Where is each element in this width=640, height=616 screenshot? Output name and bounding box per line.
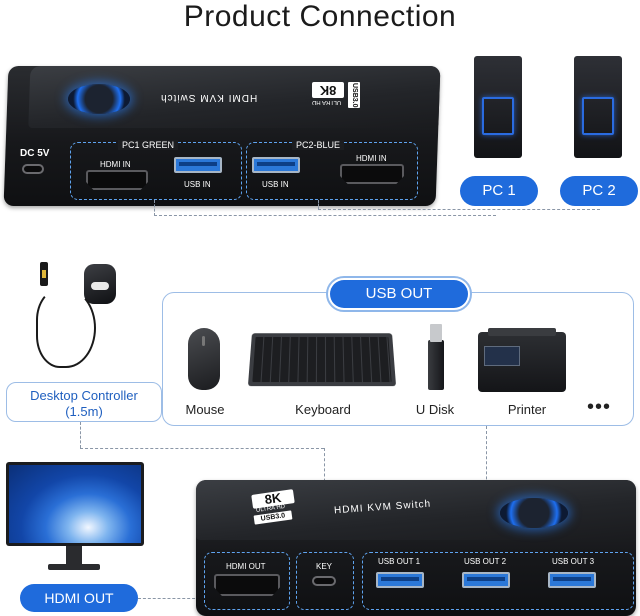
badge-ultra-top: ULTRA HD (312, 99, 342, 105)
keyboard-label: Keyboard (295, 402, 351, 417)
more-icon: ••• (586, 396, 611, 418)
key-group (296, 552, 354, 610)
udisk-label: U Disk (415, 402, 455, 417)
monitor-icon (6, 462, 144, 546)
usb-out-2-port (462, 572, 510, 588)
controller-cable (36, 288, 96, 368)
usb-out-2-label: USB OUT 2 (464, 557, 507, 566)
pc2-tower-icon (574, 56, 622, 158)
key-port-label: KEY (316, 562, 333, 571)
usb-out-title: USB OUT (330, 280, 468, 308)
line-pc1-h (154, 215, 496, 216)
usb-in-1-port (174, 157, 222, 173)
hdmi-out-port-label: HDMI OUT (226, 562, 266, 571)
printer-top (488, 328, 556, 336)
dc-label: DC 5V (20, 148, 50, 159)
usb-out-group (362, 552, 634, 610)
usb-in-2-label: USB IN (262, 180, 289, 189)
printer-label: Printer (507, 402, 547, 417)
printer-screen (484, 346, 520, 366)
badge-usb-top: USB3.0 (348, 82, 360, 108)
usb-out-3-port (548, 572, 596, 588)
usb-out-1-port (376, 572, 424, 588)
controller-button (91, 282, 109, 290)
controller-plug-tip (42, 270, 46, 278)
pc1-label: PC 1 (460, 176, 538, 206)
brand-label-top: HDMI KVM Switch (160, 92, 258, 103)
line-controller-h (80, 448, 324, 449)
hdmi-out-group (204, 552, 290, 610)
hdmi-out-port (214, 574, 280, 596)
hdmi-in-1-label: HDMI IN (100, 160, 131, 169)
line-pc2-down (318, 200, 319, 210)
dc-port (22, 164, 44, 174)
pc1-group-label: PC1 GREEN (118, 140, 179, 150)
usb-drive-icon (428, 340, 444, 390)
switch-button-top (68, 84, 130, 114)
line-pc2-h (318, 209, 600, 210)
usb-in-1-label: USB IN (184, 180, 211, 189)
pc2-group-label: PC2-BLUE (292, 140, 345, 150)
hdmi-in-2-label: HDMI IN (356, 154, 387, 163)
line-monitor-h (138, 598, 200, 599)
monitor-base (48, 564, 100, 570)
pc1-tower-icon (474, 56, 522, 158)
line-pc1-down (154, 200, 155, 216)
line-controller-down (80, 422, 81, 448)
switch-button-bottom (500, 498, 568, 528)
hdmi-in-2-port (340, 164, 404, 184)
usb-in-2-port (252, 157, 300, 173)
pc2-label: PC 2 (560, 176, 638, 206)
keyboard-icon (247, 333, 397, 387)
monitor-stand (66, 546, 82, 566)
mouse-label: Mouse (185, 402, 225, 417)
controller-label-line2: (1.5m) (65, 404, 103, 419)
monitor-label: HDMI OUT (20, 584, 138, 612)
page-title: Product Connection (183, 0, 457, 33)
mouse-wheel (202, 336, 205, 346)
badge-8k-top: 8K (312, 82, 344, 98)
controller-label-line1: Desktop Controller (30, 388, 138, 403)
usb-drive-plug (430, 324, 442, 342)
key-port (312, 576, 336, 586)
hdmi-in-1-port (86, 170, 148, 190)
usb-out-3-label: USB OUT 3 (552, 557, 595, 566)
usb-out-1-label: USB OUT 1 (378, 557, 421, 566)
controller-label-box (6, 382, 162, 422)
